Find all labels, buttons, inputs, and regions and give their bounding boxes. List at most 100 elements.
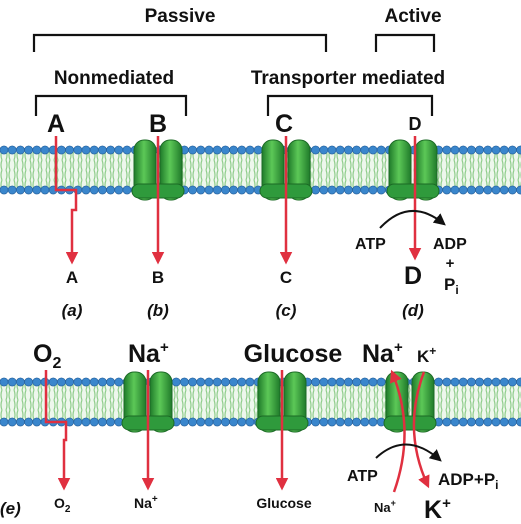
lipid-head	[376, 145, 386, 155]
lipid-head	[508, 417, 517, 427]
lipid-head	[15, 185, 25, 195]
lipid-head	[81, 377, 91, 387]
transporter-protein	[131, 139, 185, 201]
lipid-head	[319, 377, 329, 387]
lipid-head	[450, 377, 460, 387]
lipid-head	[229, 417, 238, 427]
lipid-head	[204, 145, 214, 155]
lipid-head	[237, 417, 247, 427]
lipid-head	[106, 145, 115, 155]
lipid-head	[483, 185, 493, 195]
lipid-head	[237, 377, 247, 387]
atp-label-bottom: ATP	[347, 468, 378, 485]
caption-e: (e)	[0, 499, 21, 518]
lipid-head	[311, 185, 320, 195]
o2-bottom: O2	[54, 495, 71, 515]
solute-d-bottom: D	[404, 262, 422, 290]
lipid-head	[179, 377, 189, 387]
atp-hydrolysis-arrow-top	[379, 209, 446, 229]
plus-label: +	[446, 255, 455, 272]
atp-hydrolysis-arrow-bottom	[375, 443, 442, 462]
lipid-head	[188, 145, 197, 155]
lipid-head	[458, 377, 468, 387]
lipid-head	[237, 145, 247, 155]
lipid-head	[360, 145, 370, 155]
solute-a-top: A	[47, 110, 65, 138]
lipid-head	[450, 185, 460, 195]
lipid-head	[327, 377, 337, 387]
lipid-head	[491, 145, 501, 155]
lipid-head	[499, 185, 509, 195]
lipid-head	[73, 145, 83, 155]
lipid-head	[7, 145, 17, 155]
lipid-head	[483, 417, 493, 427]
lipid-head	[245, 377, 255, 387]
lipid-head	[229, 185, 238, 195]
transporter-label: Transporter mediated	[251, 68, 445, 89]
lipid-head	[7, 417, 17, 427]
lipid-head	[450, 145, 460, 155]
lipid-head	[212, 185, 222, 195]
lipid-head	[220, 377, 230, 387]
lipid-head	[499, 377, 509, 387]
lipid-head	[352, 145, 361, 155]
lipid-head	[0, 145, 9, 155]
lipid-head	[98, 417, 107, 427]
lipid-head	[204, 417, 214, 427]
lipid-head	[442, 417, 452, 427]
lipid-head	[106, 377, 115, 387]
lipid-head	[32, 377, 42, 387]
lipid-head	[253, 145, 263, 155]
pi-label: Pi	[444, 275, 459, 297]
lipid-head	[442, 185, 452, 195]
glucose-top: Glucose	[244, 340, 343, 368]
lipid-head	[7, 185, 17, 195]
lipid-head	[24, 377, 33, 387]
lipid-head	[48, 377, 58, 387]
lipid-head	[7, 377, 17, 387]
lipid-head	[212, 145, 222, 155]
lipid-head	[475, 377, 484, 387]
lipid-head	[352, 185, 361, 195]
lipid-head	[458, 185, 468, 195]
lipid-head	[212, 377, 222, 387]
lipid-head	[458, 417, 468, 427]
active-bracket	[374, 33, 436, 52]
transporter-protein	[386, 139, 440, 201]
lipid-head	[32, 185, 42, 195]
membrane-top	[0, 145, 521, 195]
lipid-head	[188, 377, 197, 387]
active-label: Active	[384, 6, 441, 27]
lipid-head	[360, 185, 370, 195]
solute-c-top: C	[275, 110, 293, 138]
lipid-head	[40, 145, 50, 155]
passive-label: Passive	[145, 6, 216, 27]
lipid-head	[188, 417, 197, 427]
lipid-head	[15, 145, 25, 155]
lipid-head	[491, 185, 501, 195]
lipid-head	[114, 377, 124, 387]
lipid-head	[491, 377, 501, 387]
lipid-head	[237, 185, 247, 195]
lipid-head	[352, 417, 361, 427]
lipid-head	[335, 185, 345, 195]
lipid-head	[98, 377, 107, 387]
lipid-head	[81, 185, 91, 195]
lipid-head	[81, 145, 91, 155]
lipid-head	[32, 417, 42, 427]
pump-k-top: K+	[417, 344, 436, 366]
solute-a-bottom: A	[66, 268, 78, 287]
lipid-head	[188, 185, 197, 195]
arrow-o2	[44, 370, 71, 491]
na-bottom: Na+	[134, 494, 158, 511]
caption-a: (a)	[62, 301, 83, 320]
lipid-head	[335, 145, 345, 155]
lipid-head	[98, 145, 107, 155]
transporter-protein	[121, 371, 175, 433]
solute-d-top: D	[409, 114, 422, 134]
lipid-head	[508, 145, 517, 155]
lipid-head	[89, 145, 99, 155]
adp-label-top: ADP	[433, 236, 467, 253]
pump-na-bottom: Na+	[374, 498, 396, 515]
lipid-head	[122, 185, 132, 195]
